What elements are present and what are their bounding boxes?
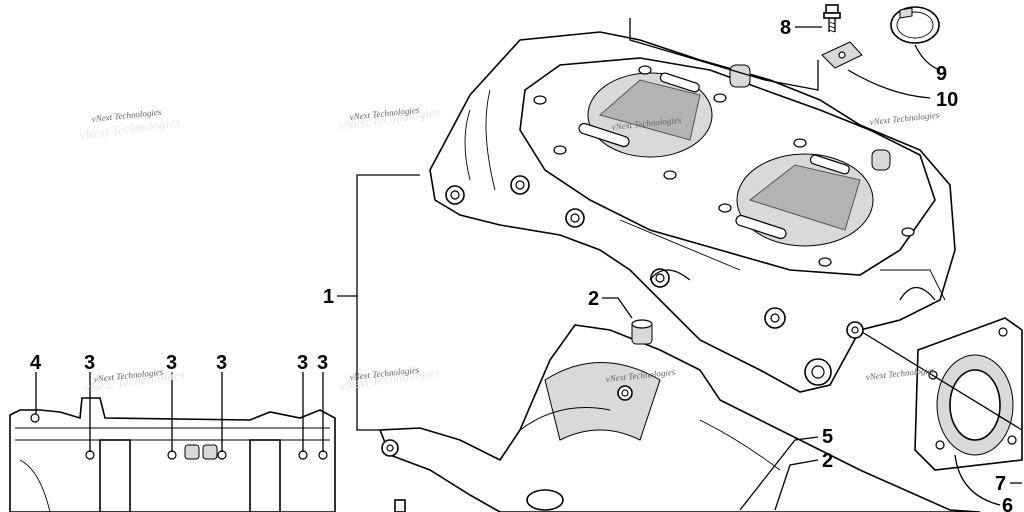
lower-case-side-view (9, 397, 336, 512)
callout-5: 5 (822, 426, 833, 448)
clamp-part-9 (890, 6, 940, 44)
callout-2-lower: 2 (822, 450, 833, 472)
callout-3-a: 3 (84, 352, 95, 374)
callout-10: 10 (936, 89, 958, 111)
flange-parts-6-7 (914, 317, 1023, 471)
callout-labels: 1 2 2 3 3 3 3 3 4 5 6 7 8 9 10 (30, 17, 1013, 512)
lower-crankcase (378, 324, 981, 512)
callout-3-d: 3 (297, 352, 308, 374)
callout-9: 9 (936, 63, 947, 85)
callout-3-b: 3 (166, 352, 177, 374)
callout-7: 7 (995, 473, 1006, 495)
upper-crankcase (429, 31, 956, 393)
leader-lines (35, 18, 1023, 511)
watermark-text: vNext Technologies (869, 110, 940, 127)
plate-part-10 (821, 41, 863, 69)
callout-4: 4 (30, 352, 42, 374)
callout-2-upper: 2 (588, 288, 599, 310)
callout-8: 8 (780, 17, 791, 39)
bushing-part-2 (631, 319, 653, 345)
callout-3-c: 3 (216, 352, 227, 374)
callout-1: 1 (323, 286, 334, 308)
screw-part-8 (823, 4, 841, 33)
callout-3-e: 3 (317, 352, 328, 374)
callout-6: 6 (1002, 495, 1013, 512)
